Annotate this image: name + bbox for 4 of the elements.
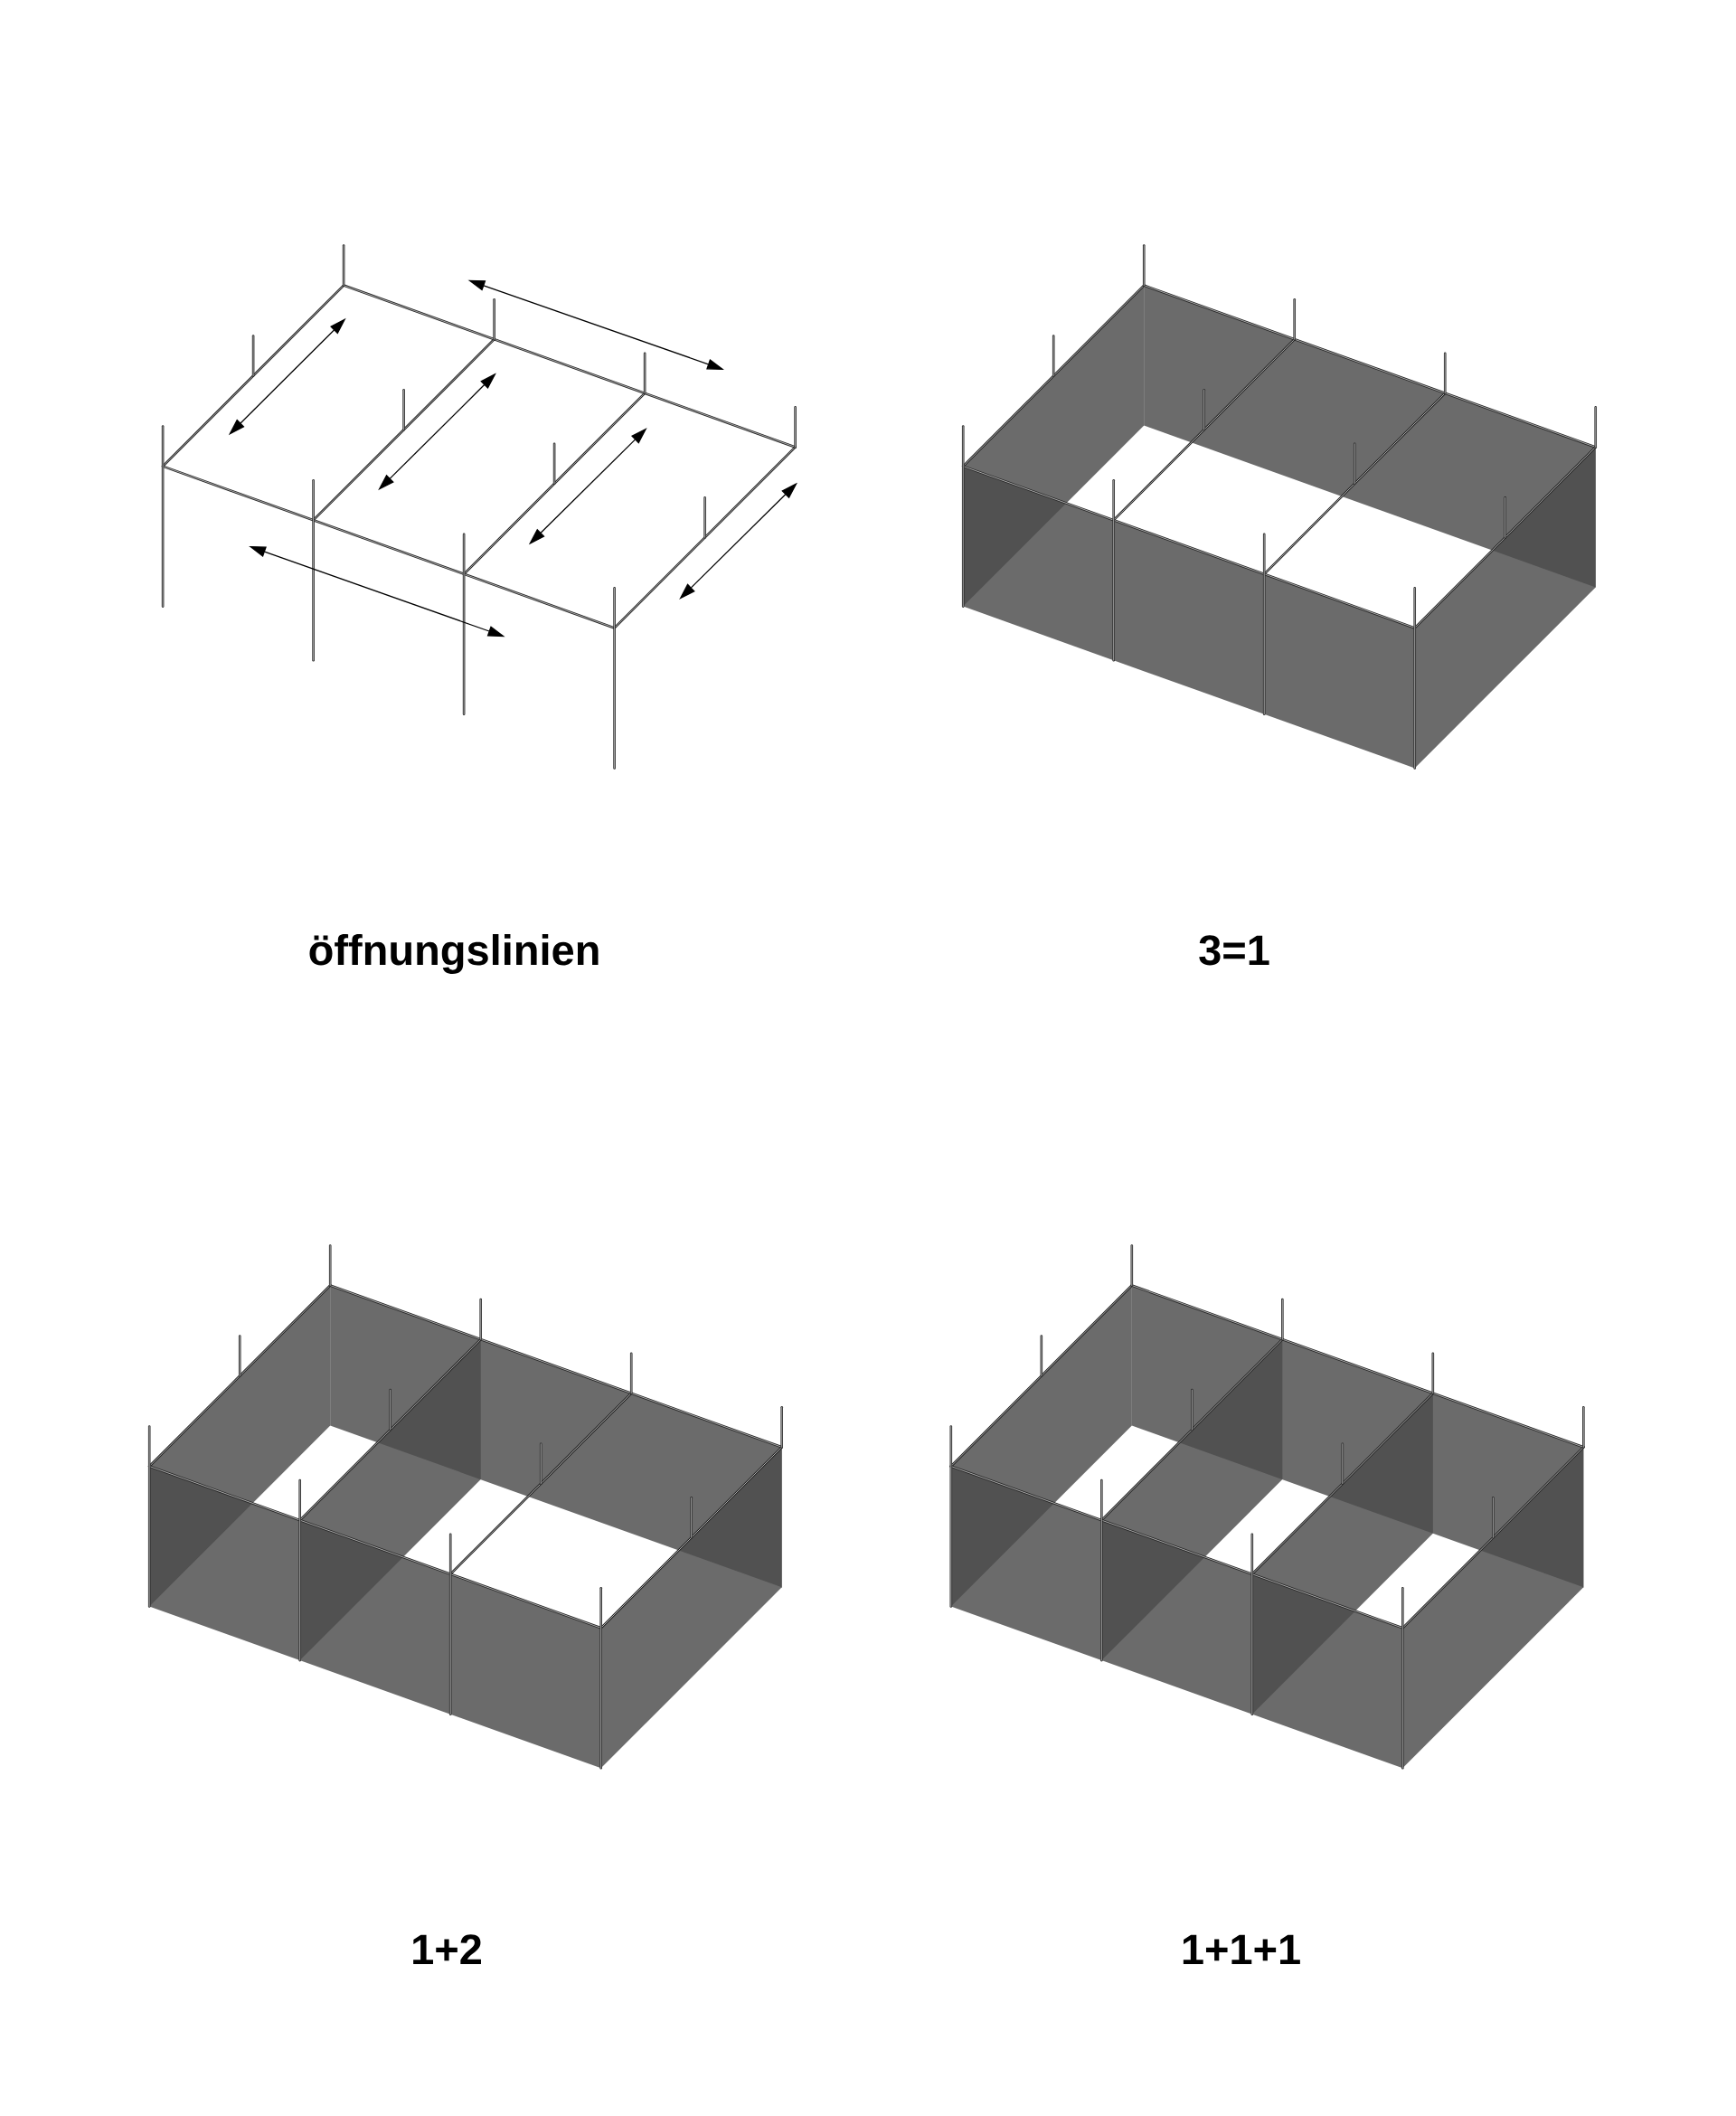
drawing-caption: öffnungslinien: [309, 933, 599, 974]
drawing-caption: 3=1: [1199, 935, 1269, 966]
drawing-caption: 1+1+1: [1183, 1934, 1300, 1964]
drawing-caption: 1+2: [413, 1934, 481, 1964]
